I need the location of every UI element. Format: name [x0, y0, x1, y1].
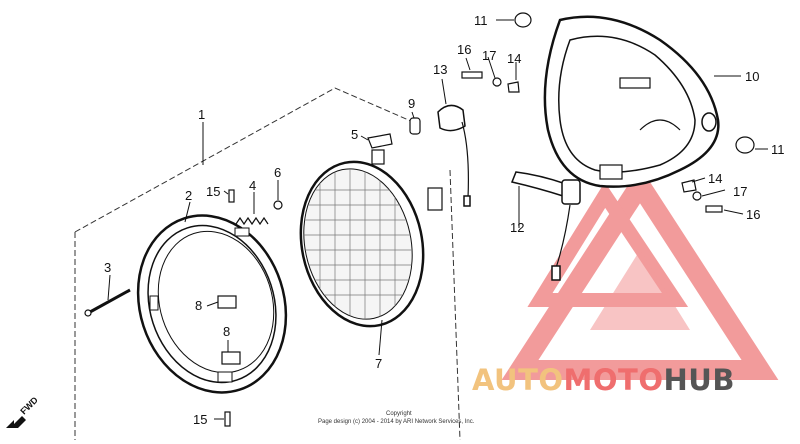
callout-3: 3: [104, 260, 111, 275]
callout-9: 9: [408, 96, 415, 111]
hardware-parts: [84, 12, 755, 427]
callout-12: 12: [510, 220, 524, 235]
callout-4: 4: [249, 178, 256, 193]
copyright-line2: Page design (c) 2004 - 2014 by ARI Netwo…: [318, 419, 475, 425]
sealed-beam-unit: [299, 149, 443, 330]
callout-17a: 17: [482, 48, 496, 63]
callout-1: 1: [198, 107, 205, 122]
svg-text:AUTOMOTOHUB: AUTOMOTOHUB: [472, 363, 735, 397]
callout-13: 13: [433, 62, 447, 77]
callout-6: 6: [274, 165, 281, 180]
callout-2: 2: [185, 188, 192, 203]
watermark-moto: MOTO: [564, 363, 664, 397]
callout-10: 10: [745, 69, 759, 84]
fwd-label: FWD: [18, 394, 40, 416]
callout-16a: 16: [457, 42, 471, 57]
callout-8b: 8: [223, 324, 230, 339]
callout-16b: 16: [746, 207, 760, 222]
fwd-indicator: FWD: [6, 394, 40, 428]
callout-8a: 8: [195, 298, 202, 313]
watermark-hub: HUB: [664, 363, 735, 397]
copyright-block: Copyright Page design (c) 2004 - 2014 by…: [318, 411, 475, 425]
callout-11b: 11: [771, 142, 785, 157]
socket-assembly: [437, 104, 581, 281]
callout-7: 7: [375, 356, 382, 371]
callout-15a: 15: [206, 184, 220, 199]
callout-11a: 11: [474, 13, 488, 28]
watermark-logo-icon: [501, 166, 779, 380]
callout-17b: 17: [733, 184, 747, 199]
headlight-rim: [136, 214, 288, 394]
callout-14b: 14: [708, 171, 722, 186]
watermark-auto: AUTO: [472, 363, 564, 397]
copyright-line1: Copyright: [386, 411, 412, 417]
watermark-text: AUTOMOTOHUB: [472, 363, 735, 397]
callout-14a: 14: [507, 51, 521, 66]
callout-labels: 1 2 3 4 5 6 7 8 8 9 10 11 11 12 13 14 14…: [104, 13, 785, 427]
assembly-outline: [74, 87, 461, 441]
callout-15b: 15: [193, 412, 207, 427]
headlight-case: [543, 15, 720, 188]
callout-5: 5: [351, 127, 358, 142]
leader-lines: [107, 19, 768, 420]
